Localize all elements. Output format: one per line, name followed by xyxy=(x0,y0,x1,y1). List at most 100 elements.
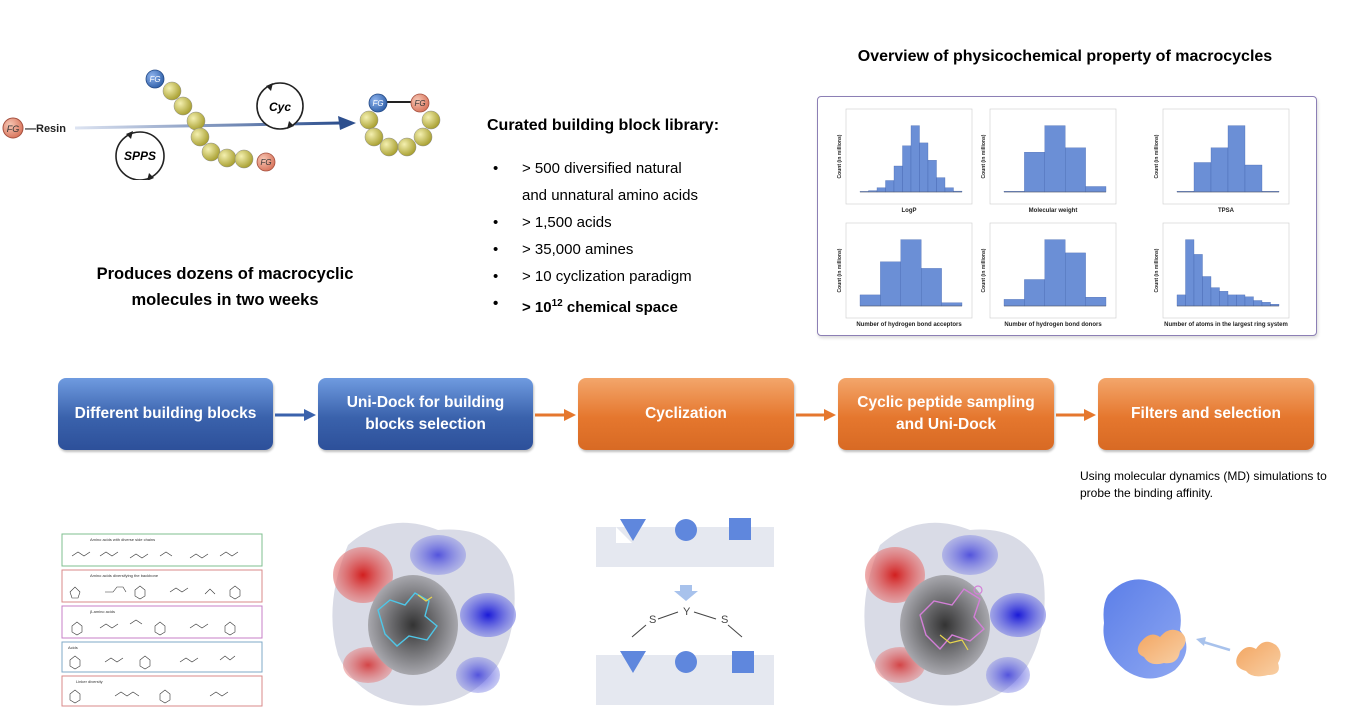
histogram-bar xyxy=(1236,294,1246,307)
histogram-bar xyxy=(1044,239,1066,307)
histogram-bar xyxy=(1024,279,1045,307)
histogram-bar xyxy=(1210,147,1229,193)
step-filters-selection: Filters and selection xyxy=(1098,378,1314,450)
triangle-shape-icon xyxy=(620,519,646,541)
square-shape-icon xyxy=(729,518,751,540)
bb-panel-side-chains: Amino acids with diverse side chains xyxy=(61,533,263,567)
histogram-bar xyxy=(902,145,912,193)
library-title: Curated building block library: xyxy=(487,117,720,134)
histogram-2: Molecular weight Count (in millions) xyxy=(981,108,1117,214)
bound-ligand-blob-icon xyxy=(1137,629,1186,665)
histogram-bar xyxy=(1210,287,1220,307)
synthesis-diagram: FG —Resin SPPS Cyc FG FG FG FG xyxy=(2,69,441,180)
histogram-bar xyxy=(859,294,881,307)
building-block-panels: Amino acids with diverse side chains Ami… xyxy=(61,533,263,707)
cyc-label: Cyc xyxy=(269,100,291,114)
histogram-ylabel: Count (in millions) xyxy=(837,134,843,178)
arrow-blue-icon xyxy=(275,409,316,421)
histogram-bar xyxy=(1085,186,1107,193)
library-item: > 10 cyclization paradigm xyxy=(485,263,698,290)
cyclization-illustration: S Y S xyxy=(596,518,774,705)
histogram-xlabel: Number of hydrogen bond acceptors xyxy=(856,322,962,328)
step-cyclization: Cyclization xyxy=(578,378,794,450)
library-item: > 500 diversified natural xyxy=(485,155,698,182)
approach-arrow-icon xyxy=(1199,639,1231,652)
step-different-building-blocks: Different building blocks xyxy=(58,378,273,450)
histogram-bar xyxy=(1227,294,1237,307)
step-unidock-selection: Uni-Dock for building blocks selection xyxy=(318,378,533,450)
spps-cycle-icon xyxy=(115,131,165,180)
histogram-bar xyxy=(936,177,946,193)
arrow-orange-icon xyxy=(796,409,836,421)
fg-label: FG xyxy=(7,124,20,134)
histogram-bar xyxy=(900,239,922,307)
overview-title: Overview of physicochemical property of … xyxy=(857,48,1273,65)
histogram-bar xyxy=(1044,125,1066,193)
library-item: and unnatural amino acids xyxy=(522,187,698,204)
histogram-bar xyxy=(1244,164,1263,193)
circle-shape-icon xyxy=(675,651,697,673)
histogram-bar xyxy=(876,187,886,193)
fg-resin-bead xyxy=(2,117,24,139)
triangle-shape-icon xyxy=(620,651,646,673)
histogram-bar xyxy=(893,165,903,193)
linear-peptide-chain: FG FG xyxy=(145,69,276,172)
bb-panel-acids: Acids xyxy=(61,641,263,673)
histogram-ylabel: Count (in millions) xyxy=(1154,248,1160,292)
histogram-bar xyxy=(1253,300,1263,307)
histogram-bar xyxy=(1244,296,1254,307)
histogram-bar xyxy=(1193,254,1203,307)
produces-summary-text: Produces dozens of macrocyclic molecules… xyxy=(96,265,354,309)
histogram-bar xyxy=(1219,291,1229,307)
histogram-bar xyxy=(1193,162,1212,193)
svg-text:FG: FG xyxy=(372,99,383,108)
histogram-bar xyxy=(880,261,901,307)
histogram-xlabel: LogP xyxy=(902,208,917,214)
spps-label: SPPS xyxy=(124,149,156,163)
bb-panel-backbone: Amino acids diversifying the backbone xyxy=(61,569,263,603)
svg-text:FG: FG xyxy=(149,75,160,84)
histogram-bar xyxy=(1065,147,1086,193)
histogram-6: Number of atoms in the largest ring syst… xyxy=(1154,222,1290,328)
resin-label: —Resin xyxy=(25,123,66,135)
receptor-blob-icon xyxy=(1103,579,1187,679)
histogram-xlabel: Molecular weight xyxy=(1029,208,1078,214)
square-shape-icon xyxy=(732,651,754,673)
arrow-orange-icon xyxy=(535,409,576,421)
flow-arrows xyxy=(275,409,1096,421)
svg-text:FG: FG xyxy=(414,99,425,108)
library-item: > 1,500 acids xyxy=(485,209,698,236)
histogram-bar xyxy=(921,268,942,307)
svg-text:FG: FG xyxy=(260,158,271,167)
histogram-bar xyxy=(1270,304,1280,307)
free-ligand-blob-icon xyxy=(1236,641,1281,677)
histogram-xlabel: Number of hydrogen bond donors xyxy=(1004,322,1102,328)
histogram-xlabel: TPSA xyxy=(1218,208,1235,214)
histogram-bar xyxy=(885,180,895,193)
histogram-bar xyxy=(910,125,920,193)
svg-text:Linker diversity: Linker diversity xyxy=(76,679,103,684)
down-arrow-icon xyxy=(674,585,698,601)
protein-surface-image xyxy=(332,522,516,706)
svg-text:Amino acids diversifying the b: Amino acids diversifying the backbone xyxy=(90,573,159,578)
svg-text:S: S xyxy=(721,614,728,626)
svg-text:Amino acids with diverse side: Amino acids with diverse side chains xyxy=(90,537,155,542)
arrow-orange-icon xyxy=(1056,409,1096,421)
histogram-xlabel: Number of atoms in the largest ring syst… xyxy=(1164,322,1288,328)
docked-peptide-image xyxy=(864,522,1046,706)
histogram-ylabel: Count (in millions) xyxy=(837,248,843,292)
svg-text:β-amino acids: β-amino acids xyxy=(90,609,115,614)
library-list: > 500 diversified natural and unnatural … xyxy=(485,155,698,321)
histogram-bar xyxy=(1065,252,1086,307)
histogram-bar xyxy=(1261,302,1271,307)
histogram-bar xyxy=(919,142,929,193)
histogram-bar xyxy=(1024,152,1045,193)
histogram-bar xyxy=(944,187,954,193)
bb-panel-beta-amino-acids: β-amino acids xyxy=(61,605,263,639)
binding-affinity-illustration xyxy=(1103,579,1281,679)
bb-panel-linker-diversity: Linker diversity xyxy=(61,675,263,707)
histogram-ylabel: Count (in millions) xyxy=(981,134,987,178)
